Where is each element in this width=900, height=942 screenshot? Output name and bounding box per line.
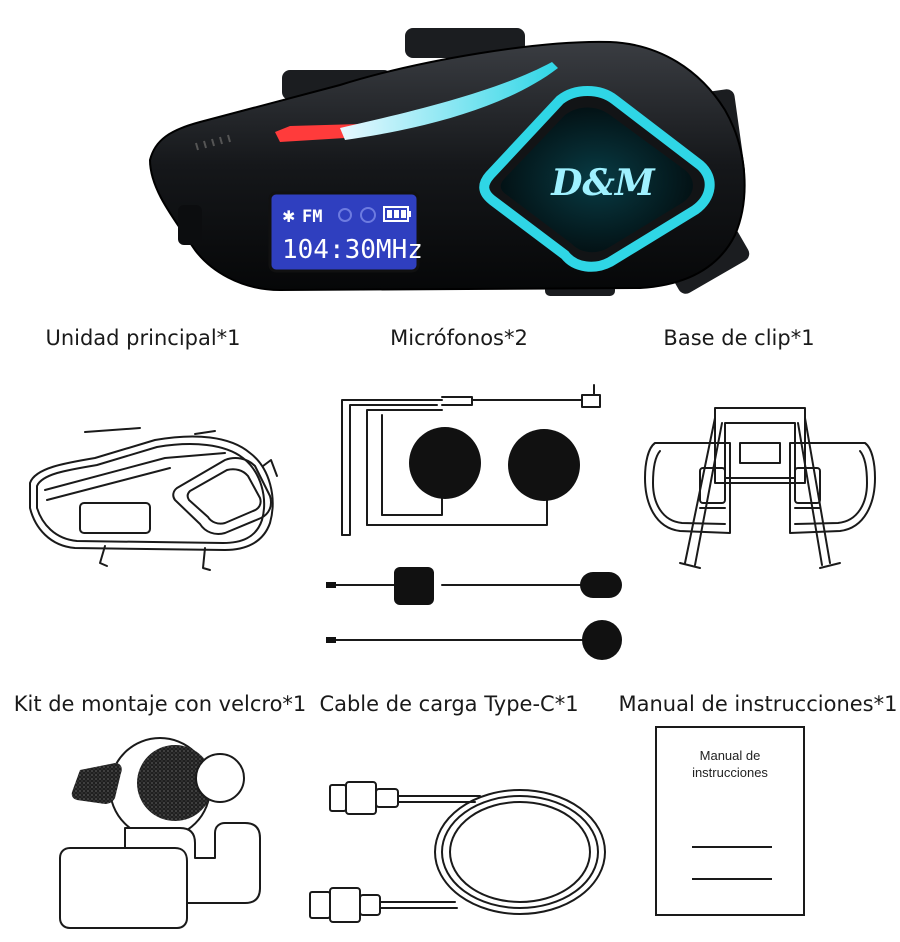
manual-booklet: Manual de instrucciones <box>655 726 805 916</box>
label-microphones: Micrófonos*2 <box>390 326 528 350</box>
manual-line-1 <box>692 846 772 848</box>
main-unit-photo: ✱ FM 104:30MHz D&M <box>148 28 750 296</box>
main-unit-drawing <box>29 427 278 571</box>
charging-cable-drawing <box>309 781 606 923</box>
battery-icon <box>383 206 411 222</box>
mic-plug-2 <box>326 637 336 643</box>
wired-mic-head <box>582 620 622 660</box>
bluetooth-icon: ✱ <box>282 207 295 226</box>
lcd-screen <box>268 191 420 273</box>
boom-mic-head <box>580 572 622 598</box>
speaker-left <box>409 427 481 499</box>
velcro-kit-drawing <box>59 737 261 929</box>
brand-logo: D&M <box>550 162 656 204</box>
link-icon <box>338 208 352 222</box>
lcd-frequency: 104:30MHz <box>282 235 423 265</box>
status-icon <box>360 207 376 223</box>
velcro-pad-round <box>137 745 213 821</box>
manual-cover-line2: instrucciones <box>692 765 768 780</box>
clip-base-drawing <box>644 407 876 569</box>
red-light-strip <box>275 124 360 142</box>
mic-plug-1 <box>326 582 336 588</box>
side-port <box>178 205 202 245</box>
label-charging-cable: Cable de carga Type-C*1 <box>319 692 579 716</box>
manual-cover-line1: Manual de <box>699 748 761 763</box>
velcro-pad-small <box>71 763 122 804</box>
vent-slots <box>195 134 231 151</box>
cyan-light-strip <box>340 62 558 140</box>
microphones-drawing <box>326 384 622 660</box>
label-clip-base: Base de clip*1 <box>663 326 815 350</box>
boom-mic-connector <box>394 567 434 605</box>
label-manual: Manual de instrucciones*1 <box>618 692 898 716</box>
speaker-right <box>508 429 580 501</box>
lcd-mode: FM <box>302 207 322 227</box>
logo-button[interactable]: D&M <box>479 86 715 272</box>
label-velcro-kit: Kit de montaje con velcro*1 <box>13 692 307 716</box>
adhesive-pad-round <box>195 753 245 803</box>
manual-line-2 <box>692 878 772 880</box>
label-main-unit: Unidad principal*1 <box>45 326 241 350</box>
